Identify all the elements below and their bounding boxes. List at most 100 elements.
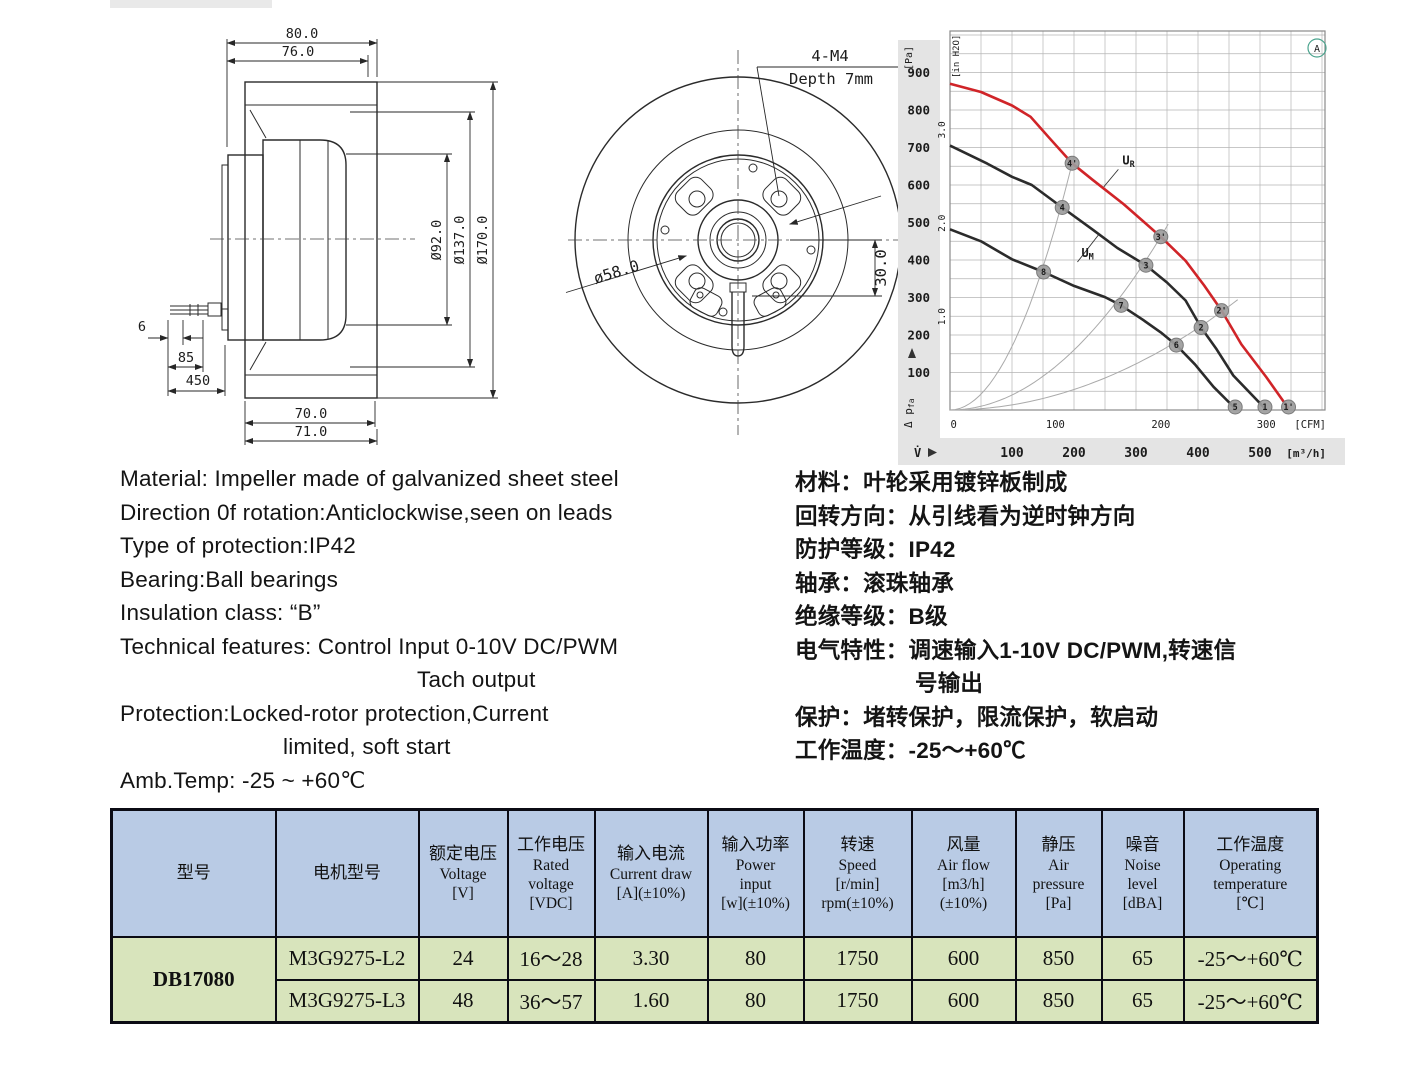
svg-text:5: 5 (1233, 403, 1238, 413)
marker-8 (1036, 264, 1052, 280)
spec-line: 绝缘等级：B级 (795, 604, 948, 629)
y-tick-inh2o: 2.0 (937, 214, 948, 231)
model-cell: DB17080 (110, 935, 277, 1024)
table-cell: 24 (417, 935, 509, 981)
svg-text:2: 2 (1199, 324, 1204, 334)
table-cell: 36～57 (506, 978, 596, 1024)
table-cell: -25～+60℃ (1182, 935, 1319, 981)
lead-wires (170, 302, 228, 317)
column-header: 电机型号 (274, 808, 420, 938)
x-axis-arrow-icon (928, 448, 937, 457)
marker-5 (1227, 399, 1243, 415)
curve-label-leader (1103, 169, 1119, 188)
y-tick-pa: 800 (907, 103, 930, 118)
y-tick-pa: 100 (907, 365, 930, 380)
x-axis-label-v: V̇ (914, 445, 921, 460)
x-tick-m3h: 100 (1000, 446, 1024, 461)
spec-line: 回转方向：从引线看为逆时钟方向 (795, 503, 1136, 529)
svg-text:6: 6 (1174, 341, 1179, 351)
y-axis-strip (898, 40, 940, 464)
spec-line: 材料：叶轮采用镀锌板制成 (795, 470, 1068, 495)
marker-3 (1138, 257, 1154, 273)
spec-line: 号输出 (915, 671, 984, 696)
x-tick-m3h: 300 (1124, 446, 1148, 461)
dim-70: 70.0 (295, 406, 328, 422)
spec-line: Technical features: Control Input 0-10V … (120, 633, 619, 659)
table-cell: M3G9275-L2 (274, 935, 420, 981)
plot-frame (949, 30, 1326, 411)
y-tick-pa: 300 (907, 290, 930, 305)
spec-line: 保护：堵转保护，限流保护，软启动 (795, 704, 1159, 730)
fan-curve-UM (949, 144, 1266, 410)
table-cell: 16～28 (506, 935, 596, 981)
spec-line: Amb.Temp: -25 ~ +60℃ (120, 767, 366, 793)
marker-3' (1153, 229, 1169, 245)
spec-line: 工作温度：-25～+60℃ (795, 738, 1026, 763)
y-axis-unit-pa: [Pa] (904, 46, 915, 70)
x-tick-cfm: 100 (1046, 419, 1065, 431)
marker-2' (1214, 303, 1230, 319)
spec-line: 轴承：滚珠轴承 (795, 570, 954, 596)
marker-4 (1054, 200, 1070, 215)
dim-85: 85 (178, 350, 194, 366)
side-view-outline (170, 81, 415, 399)
x-tick-m3h: 500 (1248, 446, 1272, 461)
svg-text:1': 1' (1283, 403, 1293, 413)
front-view-outline (568, 50, 912, 435)
spec-line: Protection:Locked-rotor protection,Curre… (120, 700, 549, 726)
table-cell: 65 (1100, 935, 1185, 981)
front-view-dimensions: 4-M4 Depth 7mm ø58.0 30.0 (565, 47, 905, 297)
fan-curve-UR (949, 82, 1290, 410)
y-tick-pa: 600 (907, 178, 930, 193)
table-cell: 80 (706, 935, 805, 981)
spec-line: Material: Impeller made of galvanized sh… (120, 466, 619, 491)
x-tick-cfm: 0 (951, 419, 957, 431)
x-tick-cfm: 300 (1257, 419, 1276, 431)
table-cell: -25～+60℃ (1182, 978, 1319, 1024)
badge-a-circle (1307, 38, 1327, 58)
dim-d92: Ø92.0 (429, 220, 445, 261)
x-axis-strip (898, 438, 1345, 465)
y-tick-pa: 500 (907, 215, 930, 230)
callout-depth: Depth 7mm (789, 70, 873, 88)
spec-line: Tach output (417, 667, 536, 692)
dim-6: 6 (138, 319, 146, 335)
svg-text:8: 8 (1041, 268, 1046, 278)
table-cell: 1.60 (593, 978, 709, 1024)
svg-text:2': 2' (1216, 307, 1226, 317)
spec-line: Type of protection:IP42 (120, 533, 356, 558)
svg-text:4: 4 (1060, 204, 1065, 214)
marker-4' (1064, 155, 1080, 171)
table-cell: 80 (706, 978, 805, 1024)
y-tick-pa: 200 (907, 328, 930, 343)
front-view-drawing: 4-M4 Depth 7mm ø58.0 30.0 (565, 47, 912, 435)
spec-line: 防护等级：IP42 (795, 537, 956, 562)
specs-english: Material: Impeller made of galvanized sh… (120, 462, 790, 797)
dim-d137: Ø137.0 (452, 216, 468, 265)
table-cell: 600 (910, 935, 1017, 981)
x-tick-cfm: 200 (1151, 419, 1170, 431)
svg-text:7: 7 (1119, 301, 1124, 311)
spec-line: Bearing:Ball bearings (120, 566, 339, 592)
dim-450: 450 (186, 373, 210, 389)
specs-chinese: 材料：叶轮采用镀锌板制成回转方向：从引线看为逆时钟方向防护等级：IP42 轴承：滚… (795, 466, 1375, 768)
y-axis-arrow-icon (908, 348, 916, 358)
marker-6 (1168, 337, 1184, 353)
spec-line: limited, soft start (283, 734, 451, 759)
table-cell: 1750 (802, 978, 913, 1024)
load-curves (949, 155, 1239, 411)
svg-text:3': 3' (1156, 233, 1166, 243)
svg-text:3: 3 (1143, 261, 1148, 271)
svg-text:1: 1 (1262, 403, 1267, 413)
y-tick-inh2o: 3.0 (937, 121, 948, 138)
dim-80: 80.0 (286, 26, 319, 42)
